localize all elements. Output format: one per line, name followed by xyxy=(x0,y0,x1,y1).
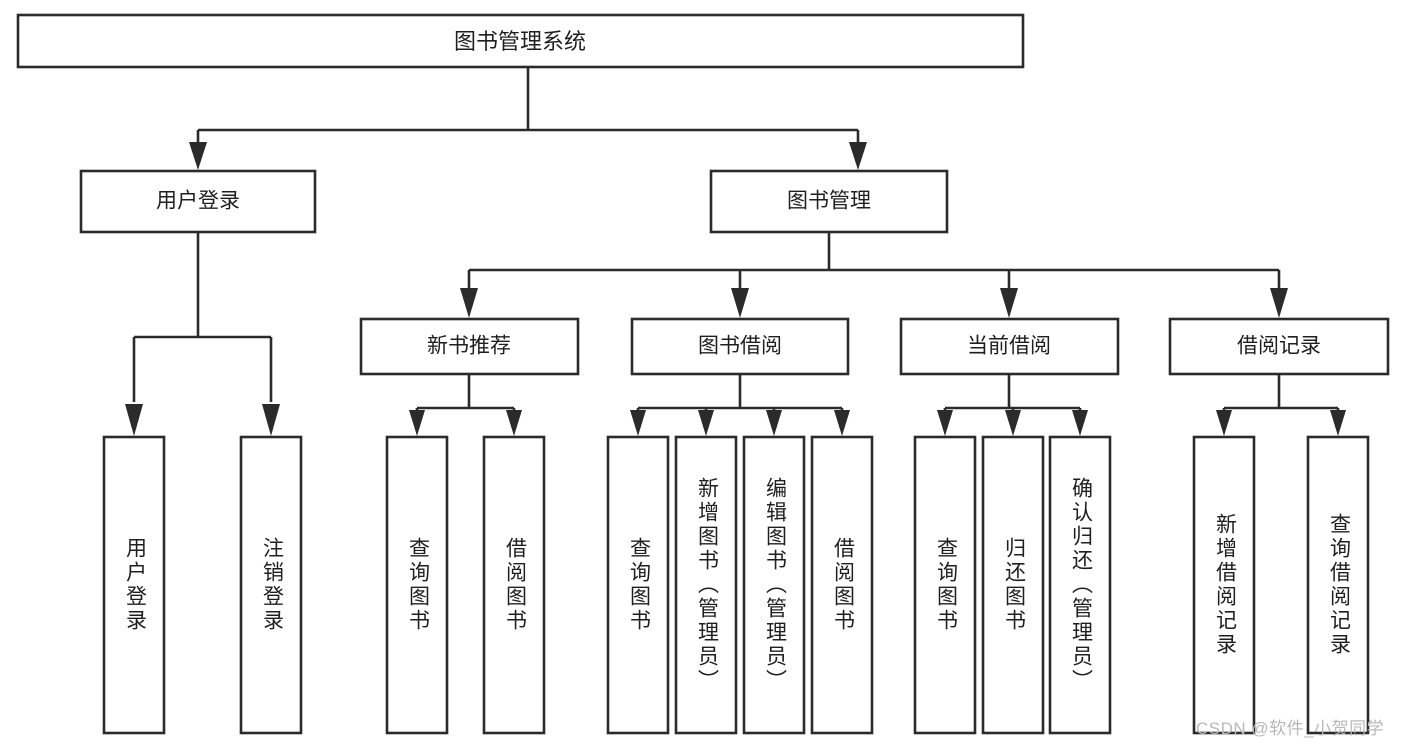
node-book-management-box[interactable] xyxy=(709,169,949,234)
node-current-borrow-box[interactable] xyxy=(899,317,1120,376)
leaf-box-user-login-2[interactable] xyxy=(239,435,303,735)
connectors-layer xyxy=(125,68,1346,436)
arrow-root-to-book-mgmt-icon xyxy=(849,142,867,170)
arrow-current-leaf-3-icon xyxy=(1072,410,1088,436)
arrow-bookmgmt-to-borrow-icon xyxy=(731,288,749,318)
arrow-newbook-leaf-2-icon xyxy=(506,410,522,436)
leaf-box-book-borrow-3[interactable] xyxy=(742,435,806,735)
arrow-record-leaf-1-icon xyxy=(1216,410,1232,436)
leaf-box-current-borrow-3[interactable] xyxy=(1048,435,1112,735)
node-borrow-record-label: 借阅记录 xyxy=(1237,335,1321,358)
arrow-newbook-leaf-1-icon xyxy=(409,410,425,436)
arrow-record-leaf-2-icon xyxy=(1330,410,1346,436)
leaf-box-current-borrow-2[interactable] xyxy=(981,435,1045,735)
node-root-box[interactable] xyxy=(16,13,1025,69)
arrow-bookmgmt-to-newbook-icon xyxy=(460,288,478,318)
node-user-login-box[interactable] xyxy=(79,169,317,234)
arrow-userlogin-leaf-2-icon xyxy=(262,404,280,436)
node-book-management-label: 图书管理 xyxy=(787,190,871,213)
leaf-box-borrow-record-1[interactable] xyxy=(1192,435,1256,735)
node-current-borrow-label: 当前借阅 xyxy=(967,335,1051,358)
csdn-watermark: CSDN @软件_小贺同学 xyxy=(1196,719,1385,738)
leaf-box-borrow-record-2[interactable] xyxy=(1306,435,1370,735)
leaf-box-user-login-1[interactable] xyxy=(102,435,166,735)
node-book-borrow-label: 图书借阅 xyxy=(698,335,782,358)
arrow-root-to-user-login-icon xyxy=(189,142,207,170)
arrow-borrow-leaf-4-icon xyxy=(834,410,850,436)
arrow-borrow-leaf-3-icon xyxy=(766,410,782,436)
arrow-bookmgmt-to-current-icon xyxy=(1000,288,1018,318)
arrow-bookmgmt-to-record-icon xyxy=(1270,288,1288,318)
leaf-box-book-borrow-2[interactable] xyxy=(674,435,738,735)
leaf-box-current-borrow-1[interactable] xyxy=(913,435,977,735)
leaf-box-new-book-2[interactable] xyxy=(482,435,546,735)
node-root-label: 图书管理系统 xyxy=(454,29,586,54)
node-borrow-record-box[interactable] xyxy=(1168,317,1390,376)
arrow-current-leaf-2-icon xyxy=(1005,410,1021,436)
node-new-book-recommend-label: 新书推荐 xyxy=(427,335,511,358)
leaf-box-book-borrow-1[interactable] xyxy=(606,435,670,735)
arrow-borrow-leaf-2-icon xyxy=(698,410,714,436)
arrow-borrow-leaf-1-icon xyxy=(630,410,646,436)
nodes-layer: 图书管理系统 用户登录 图书管理 新书推荐 图书借阅 当前借阅 借阅记录 xyxy=(16,13,1390,735)
leaf-box-new-book-1[interactable] xyxy=(385,435,449,735)
node-user-login-label: 用户登录 xyxy=(156,190,240,213)
node-new-book-recommend-box[interactable] xyxy=(359,317,580,376)
arrow-userlogin-leaf-1-icon xyxy=(125,404,143,436)
leaf-box-book-borrow-4[interactable] xyxy=(810,435,874,735)
node-book-borrow-box[interactable] xyxy=(630,317,850,376)
arrow-current-leaf-1-icon xyxy=(937,410,953,436)
